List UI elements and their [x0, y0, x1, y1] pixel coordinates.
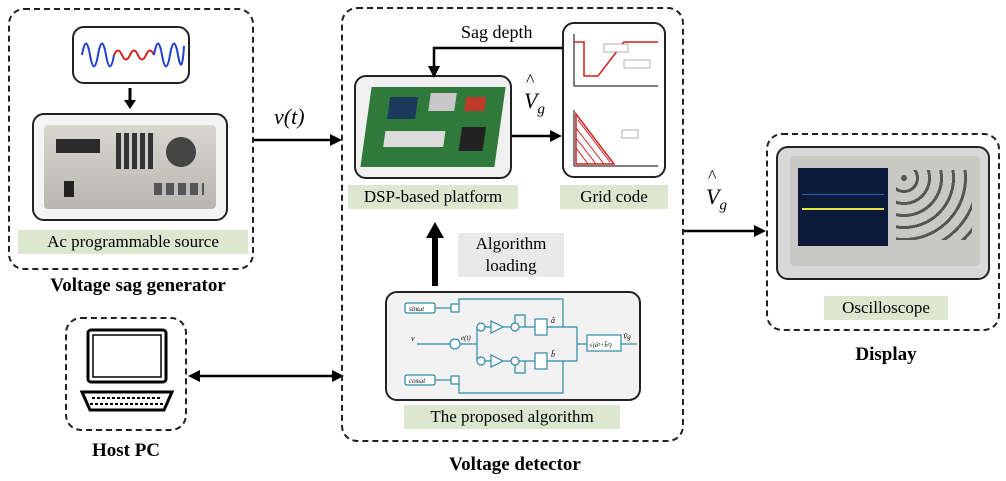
ac-source-label: Ac programmable source — [18, 230, 248, 254]
waveform-panel — [72, 26, 190, 84]
vg-v-2: V — [706, 184, 720, 209]
ac-source-photo-frame — [32, 113, 228, 221]
algo-cos-label: cosωt — [409, 377, 426, 385]
vg-v-1: V — [524, 88, 538, 113]
dsp-photo-frame — [354, 75, 512, 179]
algorithm-loading-label: Algorithm loading — [458, 233, 564, 277]
oscilloscope-device — [790, 156, 980, 266]
voltage-detector-group — [341, 7, 684, 442]
sag-generator-group — [8, 8, 254, 270]
dsp-platform-label: DSP-based platform — [348, 185, 518, 209]
vg-hat-label-2: ^ Vg — [706, 166, 727, 214]
algorithm-diagram-frame: sinωt cosωt v e(t) â b̂ √(â²+b̂²) V̂g — [385, 291, 641, 401]
oscilloscope-label: Oscilloscope — [824, 296, 948, 320]
ac-programmable-source-device — [44, 125, 216, 209]
host-pc-title: Host PC — [91, 440, 161, 461]
oscilloscope-screen — [798, 168, 888, 246]
algo-e-label: e(t) — [461, 334, 471, 342]
vg-sub-2: g — [719, 197, 727, 214]
computer-icon — [79, 328, 175, 412]
algo-v-label: v — [411, 334, 415, 343]
voltage-sag-waveform — [81, 42, 185, 68]
grid-code-label: Grid code — [560, 185, 668, 209]
algorithm-block-diagram: sinωt cosωt v e(t) â b̂ √(â²+b̂²) V̂g — [404, 298, 637, 394]
down-arrow — [122, 88, 138, 115]
input-arrow — [254, 134, 342, 146]
grid-code-chart-frame — [562, 22, 666, 178]
display-title: Display — [855, 344, 917, 365]
bidirectional-arrow — [188, 370, 344, 382]
display-group — [766, 133, 1000, 331]
dsp-board — [360, 87, 506, 167]
algo-out-label: V̂g — [623, 333, 631, 341]
voltage-detector-title: Voltage detector — [449, 454, 581, 475]
algo-b-label: b̂ — [551, 348, 555, 359]
grid-code-charts — [573, 34, 658, 167]
algo-a-label: â — [551, 316, 555, 325]
algorithm-loading-line-1: Algorithm — [475, 234, 547, 253]
input-signal-label: v(t) — [274, 104, 305, 129]
vg-arrow-grid — [512, 130, 562, 142]
algo-sin-label: sinωt — [409, 305, 425, 313]
algorithm-label: The proposed algorithm — [404, 405, 620, 429]
oscilloscope-photo-frame — [776, 146, 990, 280]
sag-depth-label: Sag depth — [461, 22, 533, 42]
sag-generator-title: Voltage sag generator — [50, 275, 226, 296]
algorithm-loading-line-2: loading — [485, 256, 537, 275]
sag-depth-arrow — [428, 46, 562, 78]
vg-hat-label-1: ^ Vg — [524, 70, 545, 118]
vg-sub-1: g — [537, 101, 545, 118]
algorithm-loading-arrow — [426, 222, 444, 286]
host-pc-group — [65, 317, 187, 431]
algo-sqrt-label: √(â²+b̂²) — [589, 341, 612, 349]
vg-arrow-display — [684, 225, 766, 237]
